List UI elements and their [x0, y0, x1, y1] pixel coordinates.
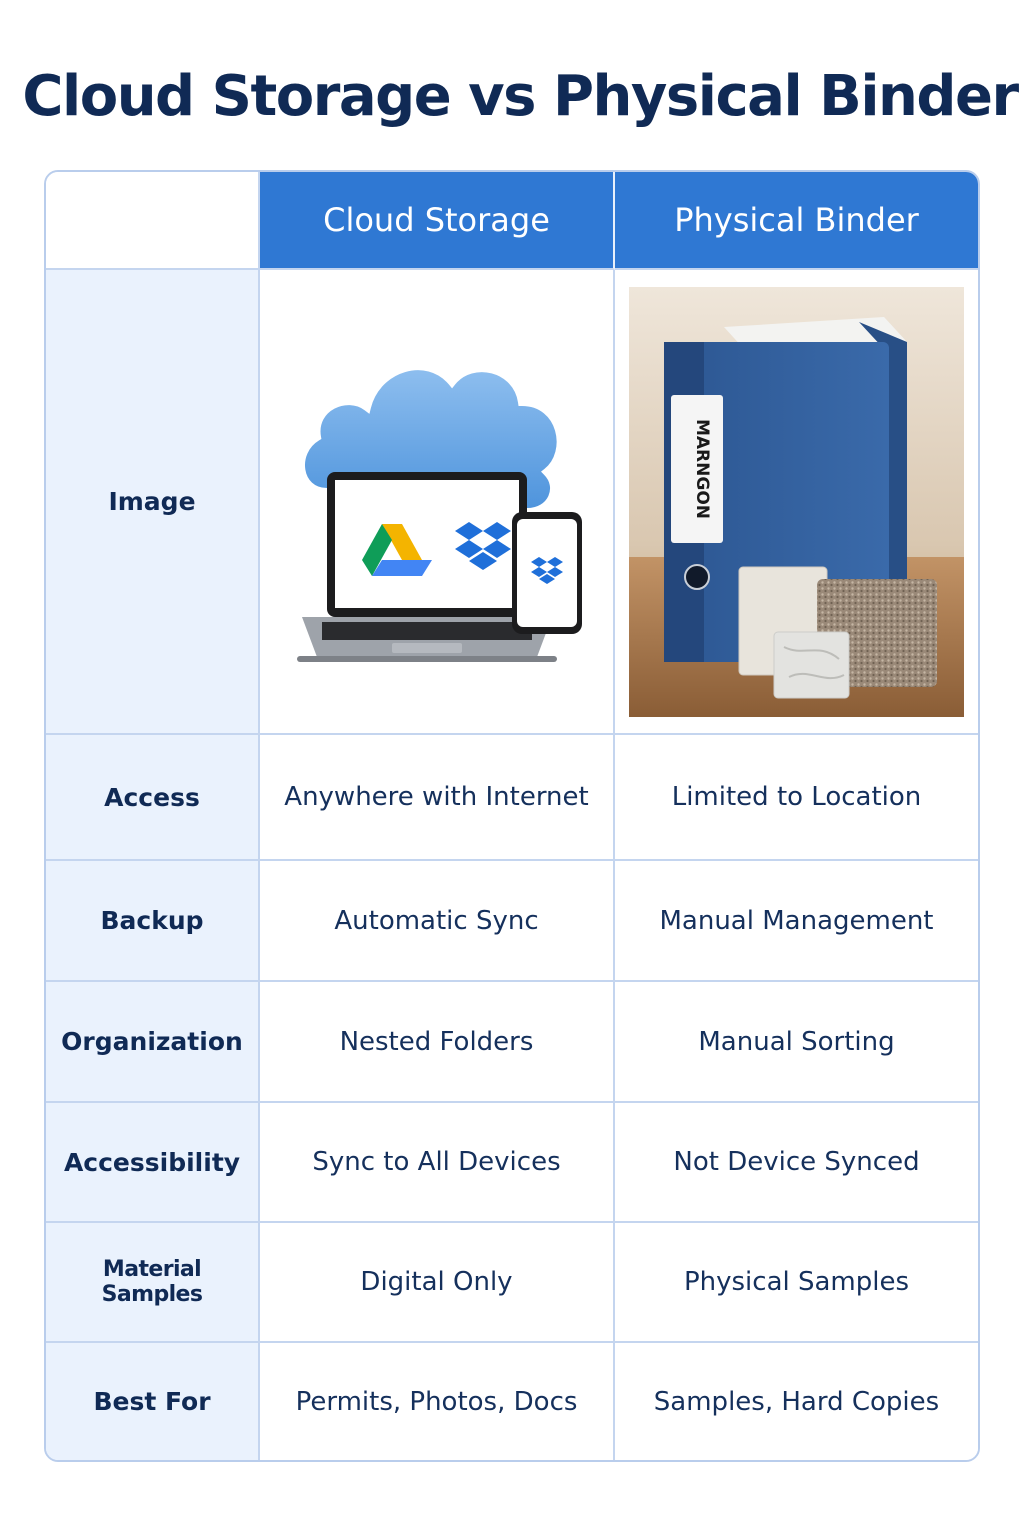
cell-binder-access: Limited to Location [615, 735, 978, 861]
cell-binder-material-samples: Physical Samples [615, 1223, 978, 1343]
page-title: Cloud Storage vs Physical Binder [22, 64, 1019, 129]
binder-illustration: MARNGON [615, 270, 978, 735]
cell-cloud-backup: Automatic Sync [260, 861, 615, 982]
row-label-accessibility: Accessibility [46, 1103, 260, 1223]
cell-cloud-best-for: Permits, Photos, Docs [260, 1343, 615, 1460]
row-label-image: Image [46, 270, 260, 735]
smartphone-icon [511, 511, 582, 634]
column-header-binder: Physical Binder [615, 172, 978, 270]
binder-photo: MARNGON [629, 286, 964, 717]
row-label-backup: Backup [46, 861, 260, 982]
cloud-illustration [260, 270, 615, 735]
cell-cloud-organization: Nested Folders [260, 982, 615, 1103]
cell-binder-backup: Manual Management [615, 861, 978, 982]
column-header-cloud: Cloud Storage [260, 172, 615, 270]
cell-binder-organization: Manual Sorting [615, 982, 978, 1103]
dropbox-icon [454, 521, 511, 570]
binder-spine-label: MARNGON [692, 418, 712, 518]
cell-binder-accessibility: Not Device Synced [615, 1103, 978, 1223]
row-label-best-for: Best For [46, 1343, 260, 1460]
material-samples [738, 566, 937, 698]
dropbox-icon-phone [530, 556, 563, 584]
row-label-material-samples: Material Samples [46, 1223, 260, 1343]
row-label-organization: Organization [46, 982, 260, 1103]
table-corner [46, 172, 260, 270]
cell-cloud-access: Anywhere with Internet [260, 735, 615, 861]
google-drive-icon [361, 523, 432, 576]
comparison-table: Cloud Storage Physical Binder Image [44, 170, 980, 1462]
laptop-icon [296, 471, 557, 662]
cloud-devices-illustration [296, 361, 582, 662]
cell-cloud-material-samples: Digital Only [260, 1223, 615, 1343]
cell-binder-best-for: Samples, Hard Copies [615, 1343, 978, 1460]
row-label-access: Access [46, 735, 260, 861]
cell-cloud-accessibility: Sync to All Devices [260, 1103, 615, 1223]
